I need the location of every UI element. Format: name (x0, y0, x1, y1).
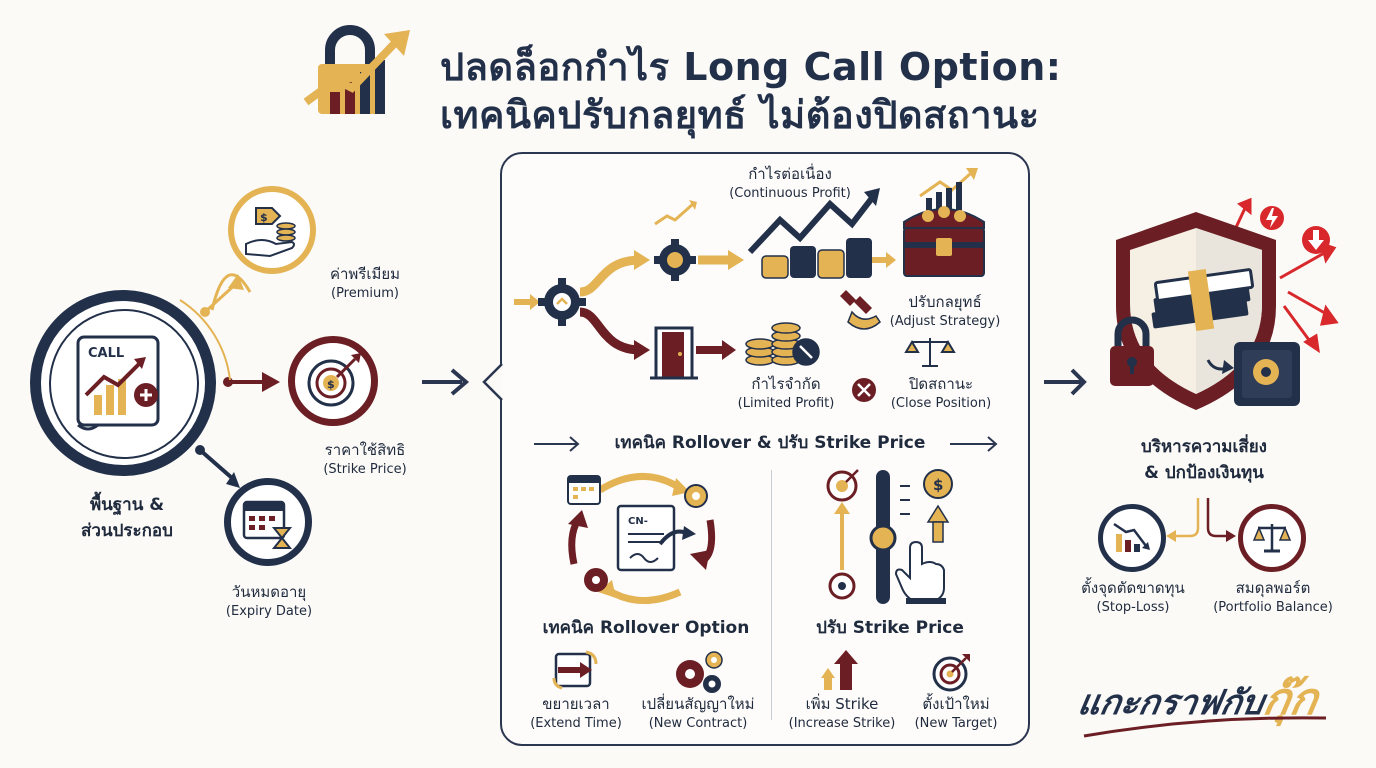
basics-label: พื้นฐาน & ส่วนประกอบ (52, 492, 202, 544)
basics-label-line2: ส่วนประกอบ (81, 521, 173, 541)
exit-door-icon (650, 326, 698, 380)
target-label: ตั้งเป้าใหม่ (New Target) (898, 694, 1014, 734)
panel-notch (482, 363, 503, 401)
risk-label-line1: บริหารความเสี่ยง (1141, 437, 1267, 457)
increase-label-th: เพิ่ม Strike (805, 695, 879, 713)
adjust-label-th: ปรับกลยุทธ์ (908, 293, 982, 311)
lock-growth-logo-icon (303, 25, 410, 114)
rollover-title: เทคนิค Rollover Option (542, 618, 750, 638)
close-label-th: ปิดสถานะ (908, 375, 974, 393)
strike-label-en: (Strike Price) (323, 462, 407, 477)
limited-label-th: กำไรจำกัด (751, 375, 821, 393)
strike-title: ปรับ Strike Price (816, 618, 964, 638)
target-dollar-icon: $ (307, 353, 361, 407)
flow-diagram (514, 168, 985, 402)
limited-label: กำไรจำกัด (Limited Profit) (716, 374, 856, 414)
gears-icon (676, 651, 723, 693)
expiry-circle (224, 478, 312, 566)
stoploss-label-en: (Stop-Loss) (1096, 600, 1170, 615)
new-contract-label-th: เปลี่ยนสัญญาใหม่ (641, 695, 755, 713)
close-label: ปิดสถานะ (Close Position) (876, 374, 1006, 414)
title-line-1: ปลดล็อกกำไร Long Call Option: (440, 45, 1062, 89)
money-hand-icon: $ (245, 207, 296, 258)
strike-slider-icon: $ (826, 469, 953, 604)
increase-label-en: (Increase Strike) (788, 716, 896, 731)
extend-label-th: ขยายเวลา (542, 695, 610, 713)
premium-label-en: (Premium) (331, 286, 399, 301)
balance-label-th: สมดุลพอร์ต (1235, 579, 1311, 597)
balance-scale-icon (904, 338, 956, 367)
panel-to-risk-arrow (1044, 368, 1087, 396)
gear-icon (538, 278, 586, 326)
title-line-2: เทคนิคปรับกลยุทธ์ ไม่ต้องปิดสถานะ (440, 93, 1040, 137)
stoploss-label-th: ตั้งจุดตัดขาดทุน (1081, 579, 1185, 597)
increase-arrow-icon (821, 650, 858, 690)
target-label-en: (New Target) (914, 716, 998, 731)
treasure-chest-icon (903, 168, 985, 277)
stoploss-label: ตั้งจุดตัดขาดทุน (Stop-Loss) (1060, 578, 1206, 618)
extend-label-en: (Extend Time) (530, 716, 622, 731)
rollover-cycle-icon: CN- (567, 473, 716, 604)
limited-label-en: (Limited Profit) (737, 396, 835, 411)
strike-label: ราคาใช้สิทธิ (Strike Price) (300, 440, 430, 480)
strike-circle: $ (288, 336, 378, 426)
adjust-label: ปรับกลยุทธ์ (Adjust Strategy) (870, 292, 1020, 332)
basics-circle: CALL (30, 290, 216, 476)
portfolio-scale-icon (1252, 524, 1292, 553)
wrench-hand-icon (840, 290, 881, 330)
shield-protection-icon (1110, 197, 1339, 410)
strike-label-th: ราคาใช้สิทธิ (324, 441, 406, 459)
technique-heading-arrows (534, 436, 998, 452)
balance-label-en: (Portfolio Balance) (1213, 600, 1333, 615)
svg-text:$: $ (327, 378, 335, 391)
increase-label: เพิ่ม Strike (Increase Strike) (782, 694, 902, 734)
calendar-hourglass-icon (242, 500, 293, 549)
basics-label-line1: พื้นฐาน & (89, 495, 165, 515)
stoploss-circle (1098, 504, 1166, 572)
contract-doc-text: CN- (628, 516, 648, 527)
growth-gear-icon (654, 200, 697, 281)
stoploss-chart-icon (1113, 522, 1150, 552)
balance-label: สมดุลพอร์ต (Portfolio Balance) (1200, 578, 1346, 618)
close-label-en: (Close Position) (890, 396, 992, 411)
premium-label: ค่าพรีเมียม (Premium) (300, 264, 430, 304)
limited-coins-icon (745, 322, 820, 366)
target-label-th: ตั้งเป้าใหม่ (922, 695, 990, 713)
risk-branch-connectors (1166, 498, 1236, 542)
expiry-label: วันหมดอายุ (Expiry Date) (204, 582, 334, 622)
adjust-label-en: (Adjust Strategy) (889, 314, 1001, 329)
close-icon (852, 378, 876, 402)
call-document-icon: CALL (76, 335, 160, 431)
expiry-label-th: วันหมดอายุ (231, 583, 307, 601)
premium-label-th: ค่าพรีเมียม (329, 265, 401, 283)
brand-underline (1083, 716, 1327, 738)
premium-circle: $ (228, 186, 316, 274)
call-text: CALL (88, 346, 124, 361)
continuous-label-en: (Continuous Profit) (729, 186, 851, 201)
left-connectors (179, 273, 470, 488)
section-divider (771, 470, 772, 720)
continuous-label-th: กำไรต่อเนื่อง (748, 165, 832, 183)
coins-growth-icon (747, 188, 880, 279)
technique-heading: เทคนิค Rollover & ปรับ Strike Price (614, 433, 926, 453)
extend-time-icon (552, 650, 598, 690)
svg-text:$: $ (933, 476, 943, 494)
new-target-icon (932, 654, 970, 692)
extend-label: ขยายเวลา (Extend Time) (516, 694, 636, 734)
svg-text:$: $ (260, 211, 268, 224)
new-contract-label: เปลี่ยนสัญญาใหม่ (New Contract) (628, 694, 768, 734)
continuous-label: กำไรต่อเนื่อง (Continuous Profit) (700, 164, 880, 204)
risk-label: บริหารความเสี่ยง & ปกป้องเงินทุน (1104, 434, 1304, 486)
balance-circle (1238, 504, 1306, 572)
expiry-label-en: (Expiry Date) (225, 604, 313, 619)
risk-label-line2: & ปกป้องเงินทุน (1144, 463, 1264, 483)
new-contract-label-en: (New Contract) (648, 716, 748, 731)
